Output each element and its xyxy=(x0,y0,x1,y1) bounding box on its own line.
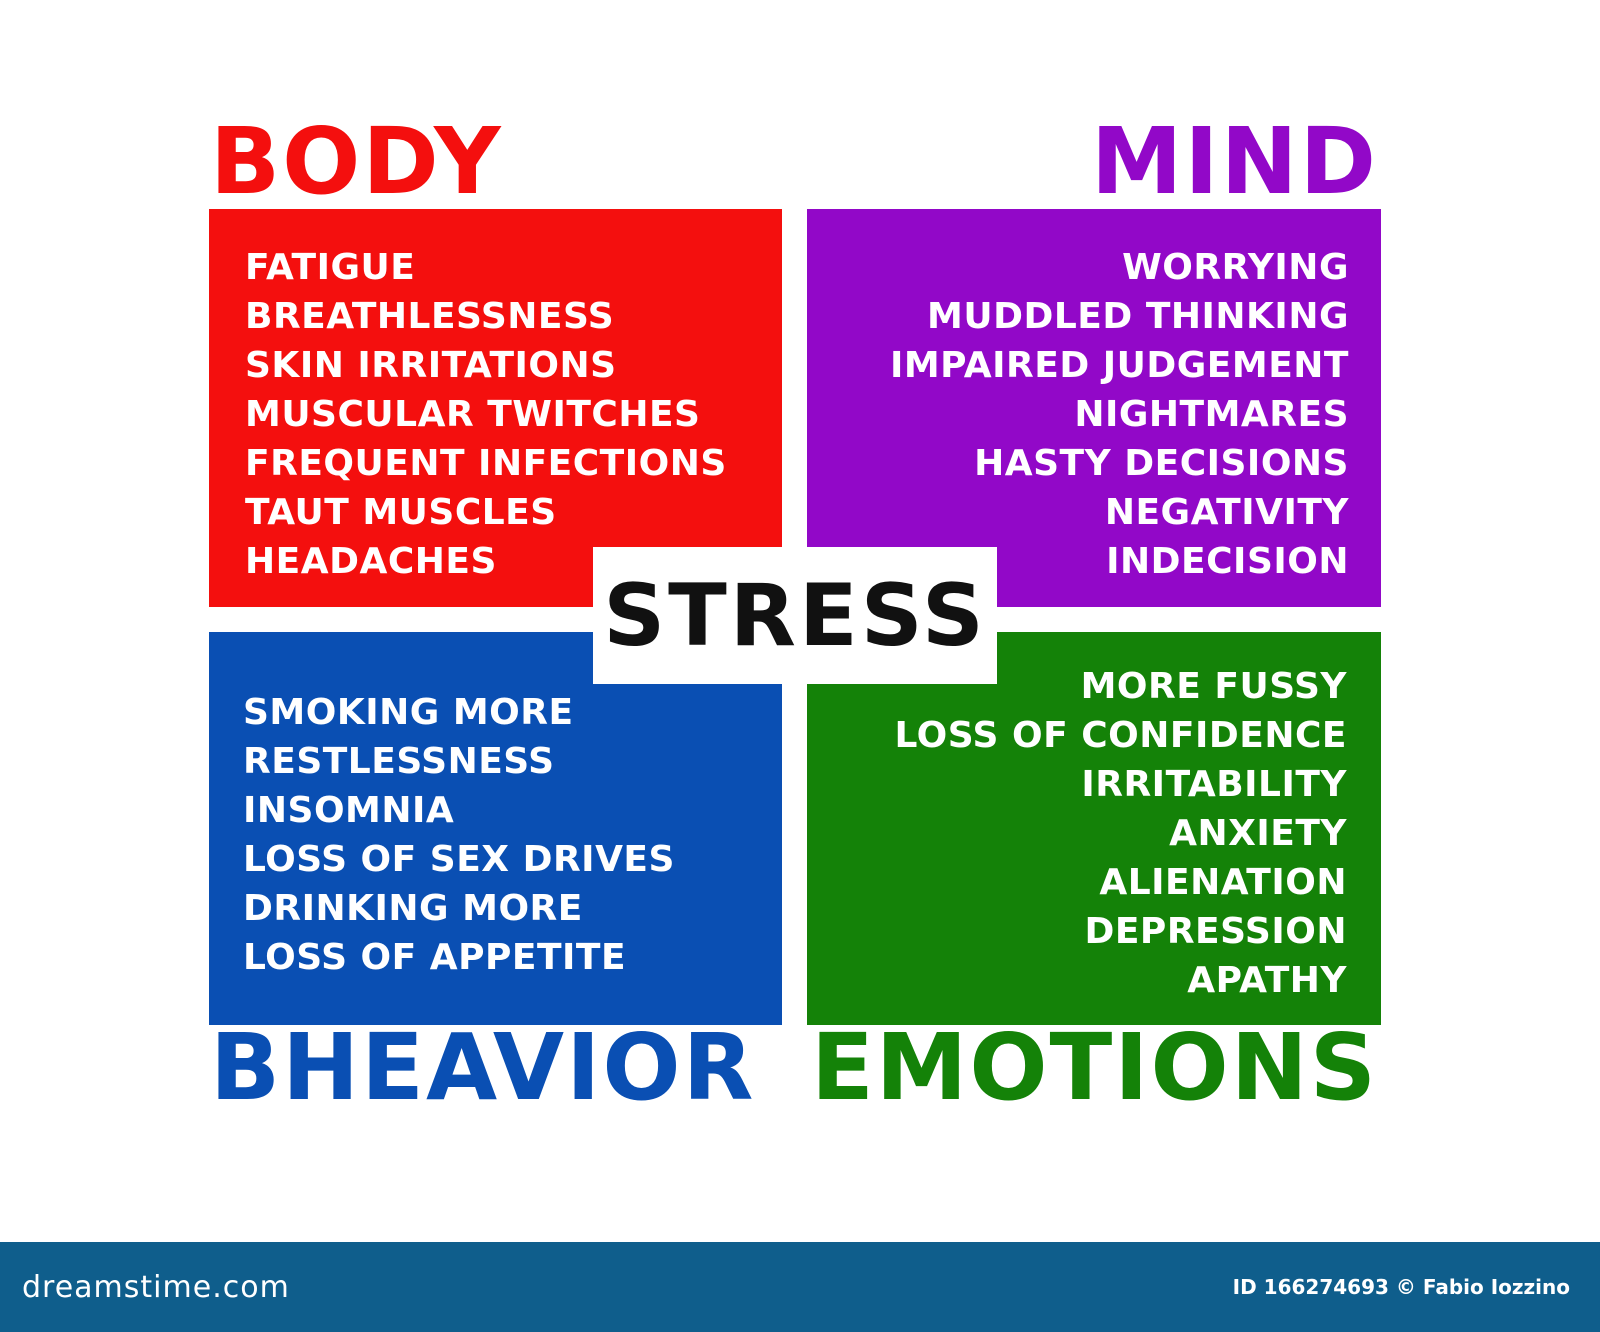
symptom-item: NEGATIVITY xyxy=(1104,492,1349,533)
symptom-item: APATHY xyxy=(1187,960,1347,1001)
symptom-item: IRRITABILITY xyxy=(1081,764,1347,805)
emotions-panel: MORE FUSSY LOSS OF CONFIDENCE IRRITABILITY… xyxy=(807,632,1381,1025)
symptom-item: MUDDLED THINKING xyxy=(927,296,1349,337)
symptom-item: INSOMNIA xyxy=(243,790,455,831)
behavior-symptom-list: SMOKING MORE RESTLESSNESS INSOMNIA LOSS OF … xyxy=(243,688,782,982)
symptom-item: INDECISION xyxy=(1106,541,1349,582)
behavior-panel: SMOKING MORE RESTLESSNESS INSOMNIA LOSS OF … xyxy=(209,632,782,1025)
symptom-item: HEADACHES xyxy=(245,541,497,582)
mind-title: MIND xyxy=(1090,108,1378,215)
mind-symptom-list: WORRYING MUDDLED THINKING IMPAIRED JUDGEME… xyxy=(807,243,1349,586)
symptom-item: HASTY DECISIONS xyxy=(974,443,1349,484)
symptom-item: LOSS OF SEX DRIVES xyxy=(243,839,675,880)
body-title: BODY xyxy=(210,108,503,215)
mind-panel: WORRYING MUDDLED THINKING IMPAIRED JUDGEME… xyxy=(807,209,1381,607)
symptom-item: ANXIETY xyxy=(1169,813,1347,854)
symptom-item: FATIGUE xyxy=(245,247,416,288)
stress-center-box: STRESS xyxy=(593,547,997,684)
symptom-item: DRINKING MORE xyxy=(243,888,583,929)
dreamstime-logo: dreamstime.com xyxy=(22,1269,290,1305)
symptom-item: MORE FUSSY xyxy=(1080,666,1347,707)
symptom-item: DEPRESSION xyxy=(1084,911,1347,952)
stress-label: STRESS xyxy=(603,565,987,666)
watermark-footer: dreamstime.com ID 166274693 © Fabio Iozz… xyxy=(0,1242,1600,1332)
behavior-title: BHEAVIOR xyxy=(210,1014,756,1121)
symptom-item: SKIN IRRITATIONS xyxy=(245,345,617,386)
symptom-item: BREATHLESSNESS xyxy=(245,296,615,337)
symptom-item: RESTLESSNESS xyxy=(243,741,555,782)
symptom-item: MUSCULAR TWITCHES xyxy=(245,394,701,435)
emotions-title: EMOTIONS xyxy=(810,1014,1378,1121)
symptom-item: ALIENATION xyxy=(1099,862,1347,903)
body-panel: FATIGUE BREATHLESSNESS SKIN IRRITATIONS MUS… xyxy=(209,209,782,607)
symptom-item: FREQUENT INFECTIONS xyxy=(245,443,727,484)
image-credit: ID 166274693 © Fabio Iozzino xyxy=(1232,1275,1570,1299)
symptom-item: TAUT MUSCLES xyxy=(245,492,557,533)
symptom-item: WORRYING xyxy=(1122,247,1349,288)
emotions-symptom-list: MORE FUSSY LOSS OF CONFIDENCE IRRITABILITY… xyxy=(807,662,1347,1005)
symptom-item: NIGHTMARES xyxy=(1074,394,1349,435)
symptom-item: LOSS OF CONFIDENCE xyxy=(894,715,1347,756)
body-symptom-list: FATIGUE BREATHLESSNESS SKIN IRRITATIONS MUS… xyxy=(245,243,782,586)
symptom-item: IMPAIRED JUDGEMENT xyxy=(889,345,1349,386)
symptom-item: LOSS OF APPETITE xyxy=(243,937,627,978)
symptom-item: SMOKING MORE xyxy=(243,692,574,733)
